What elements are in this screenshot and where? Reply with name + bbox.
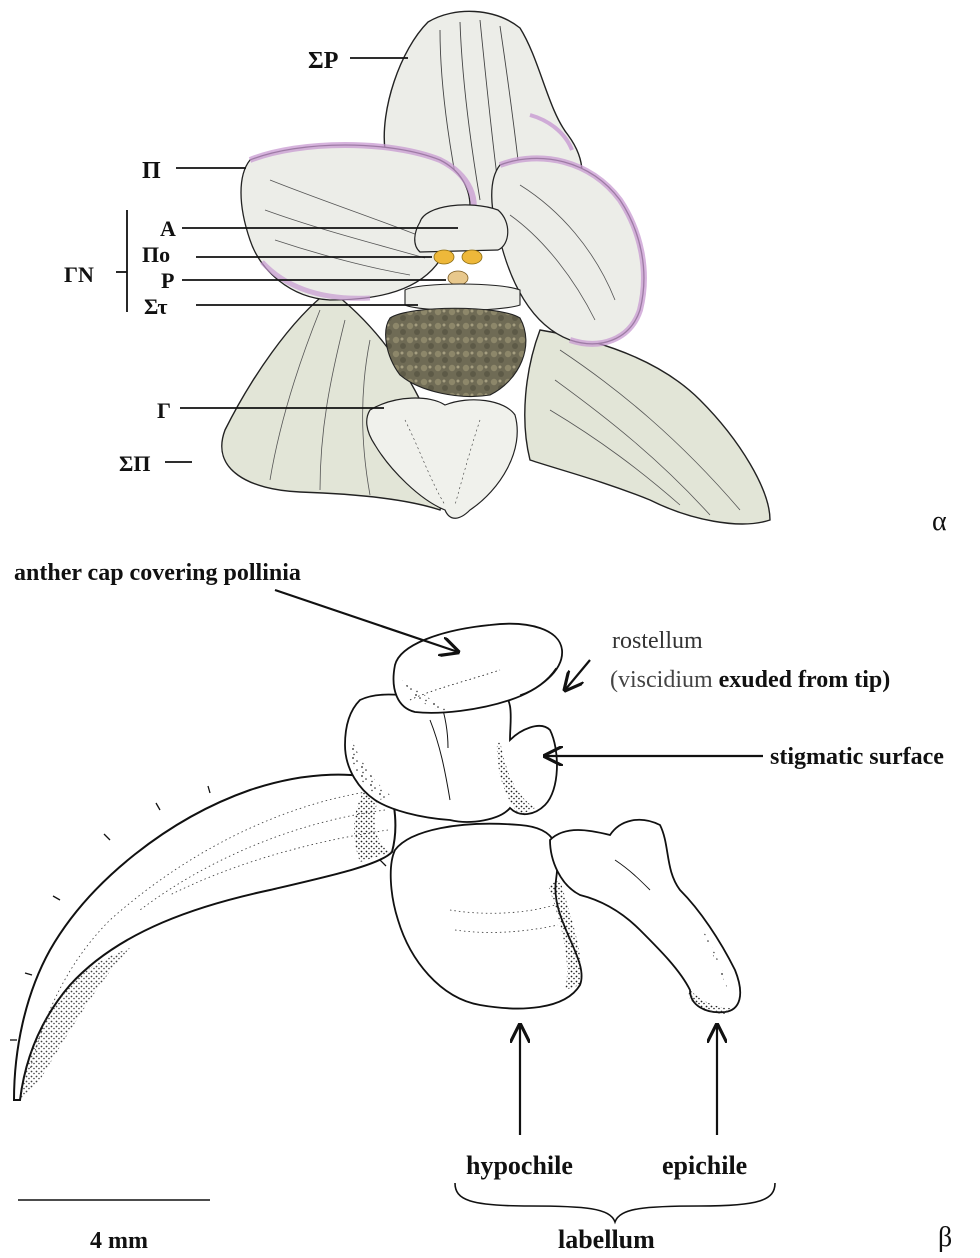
label-gamma: Γ — [157, 398, 171, 423]
panel-beta: 4 mm anther cap covering pollinia rostel… — [10, 560, 952, 1254]
pollinium-left — [434, 250, 454, 264]
scale-bar-label: 4 mm — [90, 1228, 148, 1254]
label-sigma-pi: ΣΠ — [119, 451, 151, 476]
label-alpha-anther: Α — [160, 216, 176, 241]
label-viscidium-prefix: (viscidium — [610, 667, 713, 693]
label-viscidium-suffix: exuded from tip) — [713, 667, 891, 693]
labellum-brace — [455, 1183, 775, 1222]
label-sigma-rho: ΣΡ — [308, 48, 338, 74]
panel-label-beta: β — [938, 1222, 952, 1253]
arrow-rostellum — [565, 660, 590, 690]
pollinium-right — [462, 250, 482, 264]
label-gamma-nu: ΓΝ — [64, 262, 94, 287]
label-viscidium: (viscidium exuded from tip) — [610, 667, 890, 693]
label-rho: Ρ — [161, 268, 174, 293]
label-stigmatic-surface: stigmatic surface — [770, 744, 944, 770]
labellum-epichile-alpha — [367, 398, 518, 518]
panel-alpha: ΣΡ Π Α Πο Ρ Στ ΓΝ Γ ΣΠ α — [64, 11, 947, 537]
panel-label-alpha: α — [932, 506, 947, 537]
label-hypochile: hypochile — [466, 1151, 573, 1180]
label-pi-o: Πο — [142, 242, 170, 267]
arrow-anther-cap — [275, 590, 458, 652]
rostellum-alpha — [448, 271, 468, 285]
stigma-band — [405, 284, 520, 310]
label-epichile: epichile — [662, 1151, 747, 1180]
label-labellum: labellum — [558, 1225, 655, 1254]
anther-cap-beta — [394, 624, 563, 713]
lateral-sepal-right — [525, 330, 770, 524]
sepal-curved-beta — [14, 775, 395, 1100]
label-rostellum: rostellum — [612, 628, 703, 654]
label-sigma-tau: Στ — [144, 294, 167, 319]
label-pi: Π — [142, 158, 161, 184]
label-anther-cap: anther cap covering pollinia — [14, 560, 301, 586]
